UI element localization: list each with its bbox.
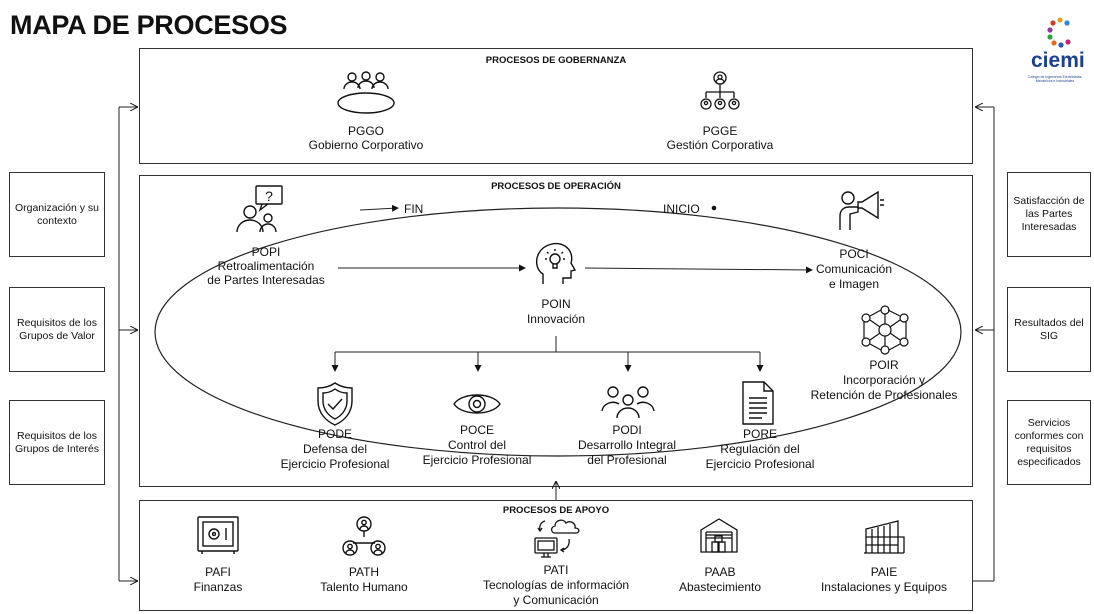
operation-section-title: PROCESOS DE OPERACIÓN — [491, 181, 621, 192]
logo-subtitle: Colegio de Ingenieros Electricistas, Mec… — [1027, 75, 1083, 83]
eye-icon — [453, 394, 501, 414]
poir-code: POIR — [869, 358, 899, 372]
support-section-title: PROCESOS DE APOYO — [502, 505, 610, 516]
pggo-name: Gobierno Corporativo — [308, 138, 424, 152]
poin-code: POIN — [541, 297, 571, 311]
pore-line1: Regulación del — [720, 442, 800, 456]
pgge-code: PGGE — [702, 124, 738, 138]
poir-line1: Incorporación y — [842, 373, 926, 387]
people-group-icon — [601, 386, 655, 419]
megaphone-icon — [839, 190, 884, 230]
paie-code: PAIE — [870, 565, 898, 579]
pafi-code: PAFI — [205, 565, 231, 579]
path-code: PATH — [348, 565, 380, 579]
popi-line2: de Partes Interesadas — [207, 273, 325, 287]
cycle-start-label: INICIO — [663, 202, 700, 216]
safe-icon — [197, 516, 239, 554]
paab-line1: Abastecimiento — [678, 580, 762, 594]
pati-line2: y Comunicación — [513, 593, 599, 607]
org-chart-icon — [700, 71, 740, 110]
document-icon — [742, 381, 774, 425]
warehouse-icon — [700, 518, 738, 553]
support-box — [139, 500, 973, 611]
pafi-line1: Finanzas — [193, 580, 243, 594]
network-people-icon — [861, 305, 909, 355]
paie-line1: Instalaciones y Equipos — [820, 580, 948, 594]
pore-line2: Ejercicio Profesional — [705, 457, 815, 471]
shield-icon — [317, 382, 353, 426]
poce-code: POCE — [459, 423, 494, 437]
poci-code: POCI — [839, 247, 869, 261]
input-box-context: Organización y su contexto — [9, 172, 105, 257]
output-box-satisfaction: Satisfacción de las Partes Interesadas — [1007, 172, 1091, 257]
pode-line2: Ejercicio Profesional — [280, 457, 390, 471]
page-title: MAPA DE PROCESOS — [10, 10, 288, 40]
svg-text:?: ? — [265, 188, 273, 204]
path-line1: Talento Humano — [320, 580, 408, 594]
poci-line1: Comunicación — [815, 262, 893, 276]
pggo-code: PGGO — [347, 124, 384, 138]
pode-line1: Defensa del — [302, 442, 368, 456]
input-box-value-groups: Requisitos de los Grupos de Valor — [9, 287, 105, 372]
output-box-results: Resultados del SIG — [1007, 287, 1091, 372]
pore-code: PORE — [742, 427, 777, 441]
building-icon — [864, 520, 905, 554]
podi-code: PODI — [612, 423, 642, 437]
idea-head-icon — [535, 242, 577, 284]
pode-code: PODE — [317, 427, 352, 441]
paab-code: PAAB — [704, 565, 736, 579]
poin-name: Innovación — [526, 312, 586, 326]
logo-text: ciemi — [1031, 49, 1085, 72]
podi-line2: del Profesional — [587, 453, 667, 467]
poir-line2: Retención de Profesionales — [810, 388, 958, 402]
podi-line1: Desarrollo Integral — [577, 438, 677, 452]
output-box-services: Servicios conformes con requisitos espec… — [1007, 400, 1091, 485]
governance-section-title: PROCESOS DE GOBERNANZA — [485, 55, 627, 66]
poce-line1: Control del — [447, 438, 507, 452]
input-box-interest-groups: Requisitos de los Grupos de Interés — [9, 400, 105, 485]
popi-line1: Retroalimentación — [217, 259, 315, 273]
pgge-name: Gestión Corporativa — [666, 138, 774, 152]
poce-line2: Ejercicio Profesional — [422, 453, 532, 467]
poci-line2: e Imagen — [828, 277, 880, 291]
meeting-table-icon — [337, 71, 395, 114]
team-icon — [342, 516, 386, 556]
popi-code: POPI — [251, 245, 281, 259]
pati-line1: Tecnologías de información — [482, 578, 630, 592]
cycle-end-label: FIN — [404, 202, 424, 216]
governance-box — [139, 48, 973, 164]
ciemi-logo-icon — [1047, 17, 1071, 48]
feedback-person-icon: ? — [236, 185, 283, 233]
pati-code: PATI — [543, 563, 569, 577]
cloud-computer-icon — [534, 519, 580, 558]
